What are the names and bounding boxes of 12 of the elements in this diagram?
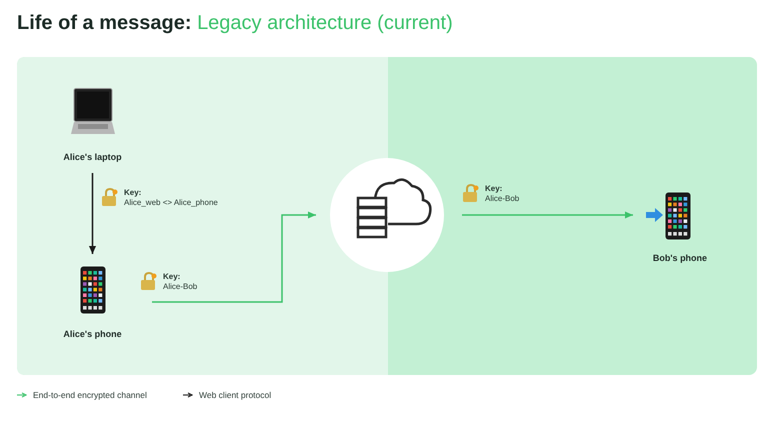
title: Life of a message: Legacy architecture (current) xyxy=(17,12,453,35)
arrow xyxy=(88,173,96,254)
legend-text: Web client protocol xyxy=(199,390,272,400)
arrow xyxy=(462,211,633,219)
edge-label: Key: Alice-Bob xyxy=(163,272,198,292)
edge-label: Key: Alice-Bob xyxy=(485,184,520,204)
arrow xyxy=(152,211,316,303)
device-label: Alice's laptop xyxy=(62,152,123,162)
device-label: Alice's phone xyxy=(62,329,123,339)
edge-label: Key: Alice_web <> Alice_phone xyxy=(124,188,218,208)
legend-text: End-to-end encrypted channel xyxy=(33,390,147,400)
device-label: Bob's phone xyxy=(652,253,708,263)
